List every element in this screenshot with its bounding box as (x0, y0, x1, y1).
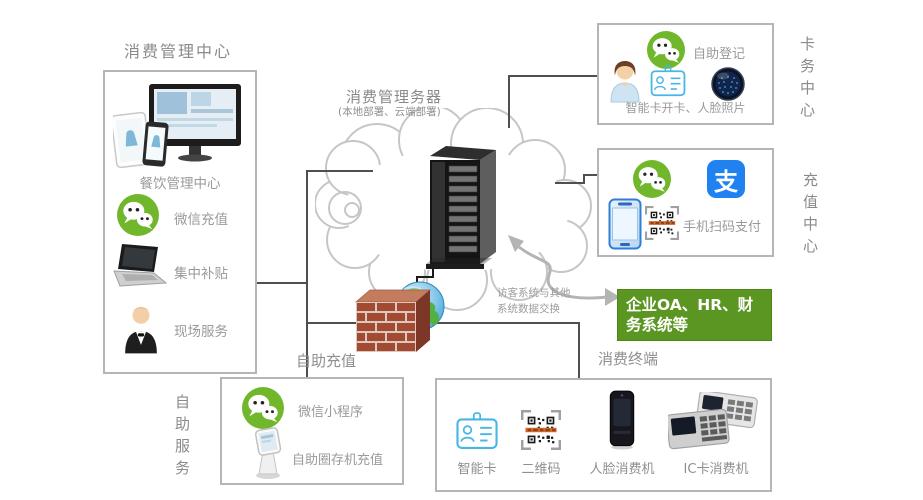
management-center-title: 消费管理中心 (124, 42, 233, 61)
left-item-label: 现场服务 (174, 324, 228, 340)
self-service-vertical-label: 自助服务 (173, 394, 191, 482)
wechat-icon (242, 387, 284, 429)
wechat-icon (117, 194, 159, 236)
connector-leftbox-to-bus (253, 282, 308, 284)
wechat-icon (633, 160, 671, 198)
card-box-caption: 智能卡开卡、人脸照片 (625, 101, 746, 115)
smartcard-icon (456, 412, 498, 449)
pos-terminal-icon (668, 392, 758, 450)
left-item-label: 集中补贴 (174, 266, 228, 282)
recharge-center-vertical-label: 充值中心 (801, 172, 819, 260)
management-devices-icon (113, 84, 241, 169)
terminal-item-qrcode: 二维码 (509, 394, 573, 477)
self-item-label: 自助圈存机充值 (292, 453, 384, 468)
wechat-icon (647, 31, 685, 69)
connector-server-to-globe-2 (416, 276, 434, 278)
left-box-caption: 餐饮管理中心 (139, 176, 221, 192)
server-subtitle: (本地部署、云端部署) (338, 106, 441, 118)
terminal-item-pos-machine: IC卡消费机 (667, 390, 765, 477)
connector-horizontal-bus (306, 322, 580, 324)
connector-bus-to-cloud (306, 170, 373, 172)
visitor-note: 访客系统与其他 系统数据交换 (497, 286, 571, 318)
visitor-note-line2: 系统数据交换 (497, 302, 560, 315)
visitor-note-line1: 访客系统与其他 (497, 287, 571, 299)
connector-cloud-to-cardbox-v (508, 75, 510, 128)
card-center-box: 自助登记 智能卡开卡、人脸照片 (597, 23, 774, 125)
data-exchange-arrow (508, 235, 620, 306)
face-photo-icon (711, 67, 745, 101)
laptop-icon (113, 244, 168, 287)
connector-vertical-bus (306, 170, 308, 378)
connector-to-terminal-box (578, 322, 580, 379)
self-recharge-box: 微信小程序 自助圈存机充值 (220, 377, 404, 485)
recharge-center-box: 支 (597, 148, 774, 257)
card-center-vertical-label: 卡务中心 (798, 36, 816, 124)
left-item-label: 微信充值 (174, 212, 228, 228)
qrcode-icon (645, 206, 679, 240)
terminal-item-smartcard: 智能卡 (445, 394, 509, 477)
smartcard-icon (650, 65, 686, 97)
face-terminal-icon (609, 390, 635, 450)
qrcode-icon (521, 410, 561, 450)
phone-icon (608, 198, 642, 250)
alipay-icon: 支 (707, 160, 745, 198)
connector-cloud-to-cardbox-h (508, 75, 598, 77)
terminal-item-label: IC卡消费机 (683, 462, 749, 477)
terminal-title: 消费终端 (598, 350, 659, 368)
cloud-swirl-icon (328, 191, 362, 225)
connector-cloud-to-rechargebox-2 (583, 174, 585, 184)
firewall-globe-icon (354, 281, 445, 352)
kiosk-icon (254, 427, 282, 479)
server-icon (426, 146, 496, 269)
woman-avatar (610, 61, 640, 103)
terminal-box: 智能卡 (435, 378, 772, 492)
enterprise-systems-box: 企业OA、HR、财务系统等 (617, 289, 772, 342)
management-center-box: 餐饮管理中心 微信充值 集中补贴 现场服务 (103, 70, 257, 374)
firewall-icon (354, 289, 432, 352)
terminal-item-face-machine: 人脸消费机 (577, 388, 667, 477)
terminal-item-label: 人脸消费机 (589, 462, 655, 477)
server-title: 消费管理务器 (346, 88, 443, 106)
connector-cloud-to-rechargebox-3 (583, 174, 598, 176)
register-label: 自助登记 (693, 47, 746, 62)
connector-cloud-to-rechargebox-1 (555, 182, 585, 184)
recharge-box-caption: 手机扫码支付 (683, 220, 762, 235)
self-recharge-title: 自助充值 (296, 352, 357, 370)
self-item-label: 微信小程序 (298, 405, 364, 420)
person-icon (125, 306, 157, 354)
terminal-item-label: 智能卡 (457, 462, 497, 477)
terminal-item-label: 二维码 (521, 462, 561, 477)
